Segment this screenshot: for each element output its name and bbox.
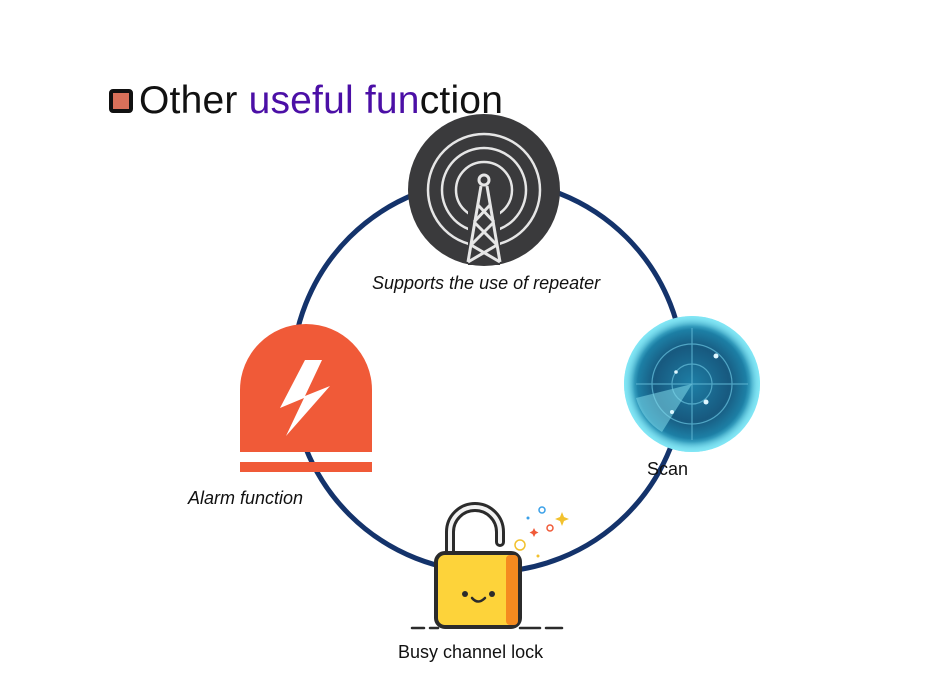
heading-part-2: useful fun bbox=[248, 79, 420, 122]
radio-tower-icon bbox=[408, 114, 560, 266]
heading-part-1: Other bbox=[139, 79, 249, 122]
label-alarm-function: Alarm function bbox=[188, 488, 304, 508]
label-busy-channel-lock: Busy channel lock bbox=[398, 642, 544, 662]
padlock-icon bbox=[410, 502, 569, 630]
heading-text: Other useful function bbox=[139, 76, 503, 126]
radar-icon bbox=[624, 316, 760, 452]
label-scan: Scan bbox=[647, 459, 689, 479]
heading-bullet-square bbox=[109, 89, 133, 113]
page-heading: Other useful function bbox=[109, 76, 503, 126]
alarm-siren-icon bbox=[240, 324, 372, 472]
label-repeater: Supports the use of repeater bbox=[372, 273, 601, 293]
